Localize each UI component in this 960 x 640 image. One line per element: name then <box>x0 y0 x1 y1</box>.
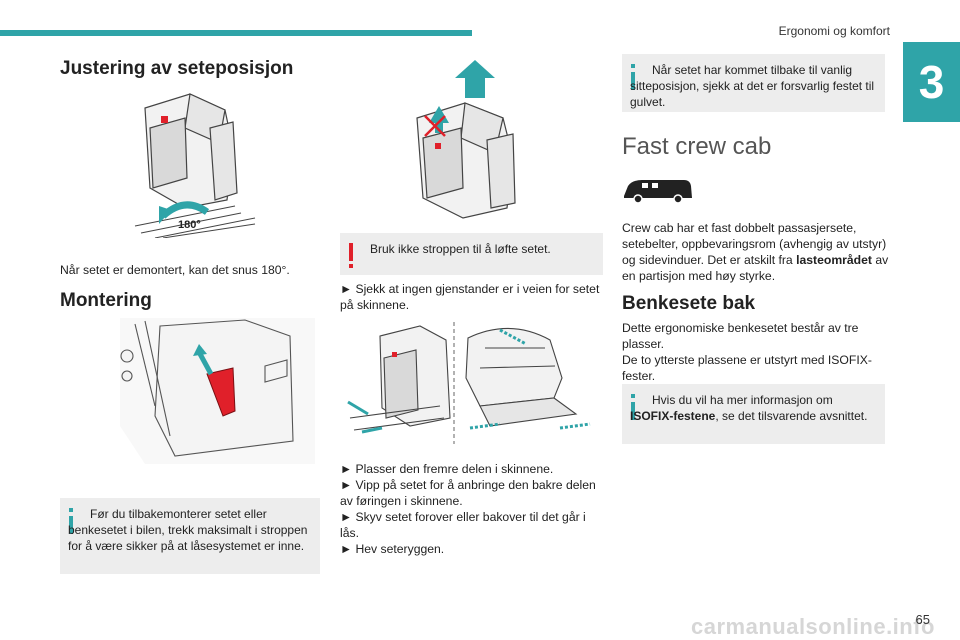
paragraph-crew-cab: Crew cab har et fast dobbelt passasjerse… <box>622 221 889 283</box>
info-icon <box>631 64 635 90</box>
section-heading-montering: Montering <box>60 290 152 311</box>
paragraph-rotate: Når setet er demontert, kan det snus 180… <box>60 263 290 277</box>
paragraph-check-rails: ► Sjekk at ingen gjenstander er i veien … <box>340 282 600 312</box>
paragraph-isofix: De to ytterste plassene er utstyrt med I… <box>622 353 872 383</box>
seat-strap-illustration <box>120 318 315 464</box>
watermark: carmanualsonline.info <box>691 614 935 639</box>
steps-list: ► Plasser den fremre delen i skinnene. ►… <box>340 461 604 557</box>
seat-install-illustration <box>347 322 591 444</box>
seat-rotate-illustration: 180° <box>134 93 256 238</box>
section-heading-bench: Benkesete bak <box>622 293 756 314</box>
header-bar <box>0 30 472 36</box>
info-box-reinstall: Før du tilbakemonterer setet eller benke… <box>60 498 320 574</box>
seat-lift-illustration <box>416 60 516 219</box>
info-box-isofix: Hvis du vil ha mer informasjon om ISOFIX… <box>622 384 885 444</box>
chapter-number: 3 <box>903 42 960 122</box>
info-icon <box>69 508 73 534</box>
step-item: ► Vipp på setet for å anbringe den bakre… <box>340 478 596 508</box>
van-icon <box>624 180 692 204</box>
page-number: 65 <box>915 612 930 627</box>
step-item: ► Hev seteryggen. <box>340 542 445 556</box>
paragraph-bench-seats: Dette ergonomiske benkesetet består av t… <box>622 321 859 351</box>
rotate-180-label: 180° <box>178 219 201 231</box>
step-item: ► Plasser den fremre delen i skinnene. <box>340 462 554 476</box>
warning-box-strap: Bruk ikke stroppen til å løfte setet. <box>340 233 603 275</box>
warning-icon <box>349 243 353 268</box>
info-icon <box>631 394 635 420</box>
section-heading-crew-cab: Fast crew cab <box>622 133 772 160</box>
section-heading-seat-adjust: Justering av seteposisjon <box>60 58 294 79</box>
step-item: ► Skyv setet forover eller bakover til d… <box>340 510 586 540</box>
chapter-title: Ergonomi og komfort <box>778 24 890 38</box>
info-box-secured: Når setet har kommet tilbake til vanlig … <box>622 54 885 112</box>
